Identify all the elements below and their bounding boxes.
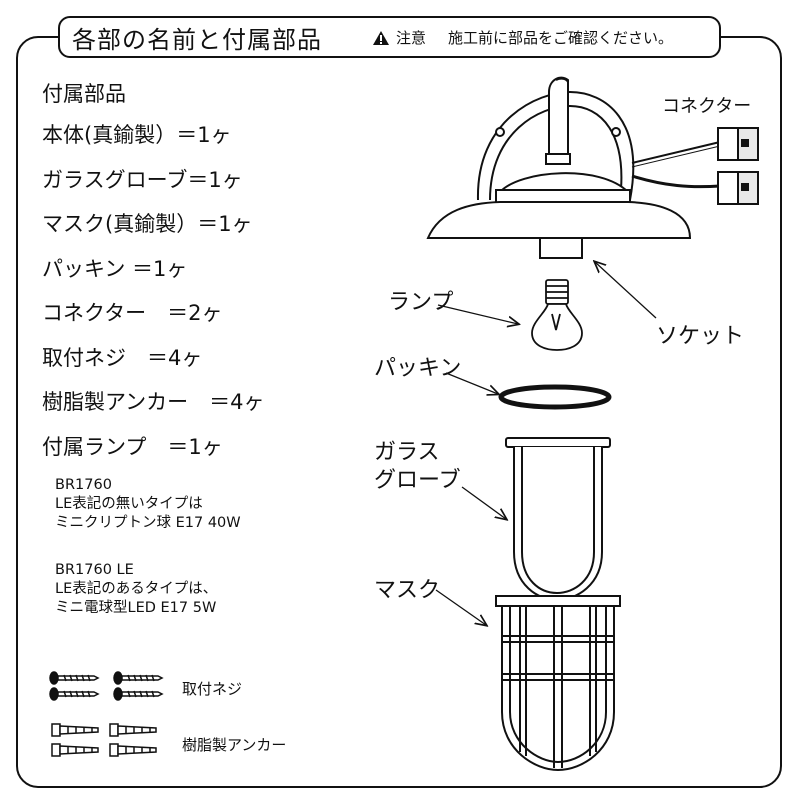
part-item-mask: マスク(真鍮製）＝1ヶ <box>42 212 253 236</box>
leader-arrows <box>435 262 657 625</box>
socket-label: ソケット <box>656 324 745 349</box>
lamp-label: ランプ <box>388 290 454 315</box>
anchors-illustration <box>51 723 157 757</box>
page-title: 各部の名前と付属部品 <box>72 26 322 54</box>
caution-text: 施工前に部品をご確認ください。 <box>448 29 674 47</box>
lamp-body-illustration <box>426 76 692 259</box>
model-name: BR1760 <box>55 477 112 493</box>
part-item-anchors: 樹脂製アンカー ＝4ヶ <box>42 390 265 414</box>
title-box <box>58 16 721 58</box>
mask-illustration <box>495 595 621 772</box>
screws-illustration <box>49 671 164 701</box>
glass-globe-label-1: ガラス <box>374 440 440 465</box>
parts-list: 本体(真鍮製）＝1ヶ ガラスグローブ＝1ヶ マスク(真鍮製）＝1ヶ パッキン ＝… <box>42 122 265 478</box>
warning-triangle-icon <box>373 30 389 45</box>
part-item-lamp: 付属ランプ ＝1ヶ <box>42 434 223 459</box>
model-lamp: ミニ電球型LED E17 5W <box>55 600 217 616</box>
part-item-body: 本体(真鍮製）＝1ヶ <box>42 123 232 147</box>
mask-label: マスク <box>374 578 441 603</box>
caution-note: 注意 施工前に部品をご確認ください。 <box>372 27 673 48</box>
part-item-glass-globe: ガラスグローブ＝1ヶ <box>42 167 243 192</box>
part-item-connector: コネクター ＝2ヶ <box>42 301 223 325</box>
bulb-illustration <box>531 279 583 351</box>
part-item-screws: 取付ネジ ＝4ヶ <box>42 345 203 370</box>
part-item-gasket: パッキン ＝1ヶ <box>42 256 188 281</box>
connector-label: コネクター <box>662 96 752 117</box>
connector-wires <box>631 141 721 189</box>
gasket-illustration <box>498 384 612 410</box>
model-desc: LE表記のあるタイプは、 <box>55 581 218 597</box>
parts-heading: 付属部品 <box>42 82 126 106</box>
model-name: BR1760 LE <box>55 562 134 578</box>
anchors-label: 樹脂製アンカー <box>182 736 287 754</box>
glass-globe-illustration <box>505 437 611 602</box>
model-note-standard: BR1760 LE表記の無いタイプは ミニクリプトン球 E17 40W <box>55 476 241 533</box>
gasket-label: パッキン <box>374 356 462 381</box>
model-note-led: BR1760 LE LE表記のあるタイプは、 ミニ電球型LED E17 5W <box>55 561 217 618</box>
model-lamp: ミニクリプトン球 E17 40W <box>55 515 241 531</box>
screws-label: 取付ネジ <box>182 680 243 698</box>
model-desc: LE表記の無いタイプは <box>55 496 203 512</box>
connector-illustration <box>717 127 759 205</box>
caution-label: 注意 <box>396 29 427 47</box>
glass-globe-label-2: グローブ <box>374 468 461 493</box>
